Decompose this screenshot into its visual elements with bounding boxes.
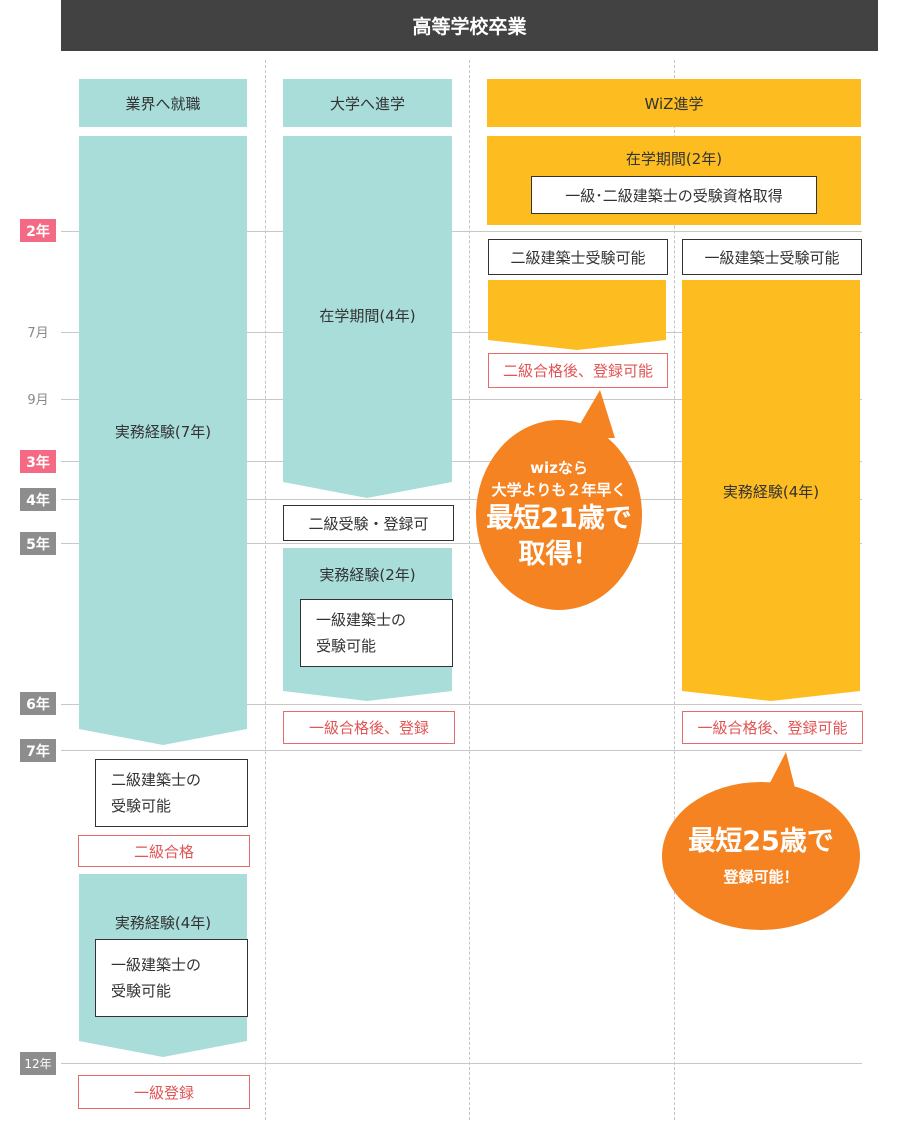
timeline-line <box>61 543 862 544</box>
experience-arrow <box>79 136 247 745</box>
timeline-line <box>61 704 862 705</box>
year-label: 5年 <box>20 532 56 555</box>
experience-label: 実務経験(4年) <box>114 914 212 932</box>
wiz-short-arrow <box>488 280 666 350</box>
year-label: 6年 <box>20 692 56 715</box>
study-label: 在学期間(2年) <box>625 150 723 168</box>
month-label: 7月 <box>27 326 49 341</box>
column-header-wiz: WiZ進学 <box>487 79 861 127</box>
timeline-line <box>61 332 862 333</box>
month-label: 9月 <box>27 393 49 408</box>
timeline-line <box>61 1063 862 1064</box>
year-label: 12年 <box>20 1052 56 1075</box>
callout-bubble-21: wizなら 大学よりも２年早く 最短21歳で 取得！ <box>476 420 642 610</box>
timeline-line <box>61 399 862 400</box>
ikkyu-register-box: 一級登録 <box>78 1075 250 1109</box>
nikyu-eligible-box: 二級建築士の 受験可能 <box>95 759 248 827</box>
timeline-line <box>61 461 862 462</box>
bubble-headline: 最短25歳で <box>688 826 834 857</box>
header-banner: 高等学校卒業 <box>61 0 878 51</box>
bubble-text: 登録可能！ <box>723 868 799 886</box>
nikyu-register-box: 二級受験・登録可 <box>283 505 454 541</box>
ikkyu-register-box: 一級合格後、登録 <box>283 711 455 744</box>
study-label: 在学期間(4年) <box>319 307 416 325</box>
bubble-text: wizなら <box>530 459 588 477</box>
column-title: 業界へ就職 <box>125 94 201 113</box>
callout-bubble-25: 最短25歳で 登録可能！ <box>662 782 860 930</box>
year-label: 7年 <box>20 739 56 762</box>
bubble-headline: 最短21歳で <box>486 503 632 534</box>
experience-arrow <box>682 280 860 701</box>
ikkyu-register-box: 一級合格後、登録可能 <box>682 711 863 744</box>
timeline-line <box>61 499 862 500</box>
column-title: 大学へ進学 <box>329 94 405 113</box>
year-label: 3年 <box>20 450 56 473</box>
timeline-line <box>61 231 862 232</box>
nikyu-register-box: 二級合格後、登録可能 <box>488 353 668 388</box>
nikyu-exam-box: 二級建築士受験可能 <box>488 239 668 275</box>
year-label: 2年 <box>20 219 56 242</box>
header-title: 高等学校卒業 <box>412 16 527 38</box>
experience-label: 実務経験(2年) <box>319 566 416 584</box>
study-arrow <box>283 136 452 498</box>
column-header-univ: 大学へ進学 <box>283 79 452 127</box>
column-header-work: 業界へ就職 <box>79 79 247 127</box>
experience-label: 実務経験(7年) <box>114 423 212 441</box>
bubble-text: 大学よりも２年早く <box>491 481 627 499</box>
timeline-line <box>61 750 862 751</box>
column-divider <box>674 60 675 1120</box>
experience-label: 実務経験(4年) <box>722 483 820 501</box>
ikkyu-eligible-box: 一級建築士の 受験可能 <box>95 939 248 1017</box>
nikyu-pass-box: 二級合格 <box>78 835 250 867</box>
bubble-headline: 取得！ <box>518 539 600 570</box>
column-title: WiZ進学 <box>644 94 704 113</box>
ikkyu-eligible-box: 一級建築士の 受験可能 <box>300 599 453 667</box>
ikkyu-exam-box: 一級建築士受験可能 <box>682 239 862 275</box>
column-divider <box>469 60 470 1120</box>
column-divider <box>265 60 266 1120</box>
year-label: 4年 <box>20 488 56 511</box>
qualification-box: 一級･二級建築士の受験資格取得 <box>531 176 817 214</box>
